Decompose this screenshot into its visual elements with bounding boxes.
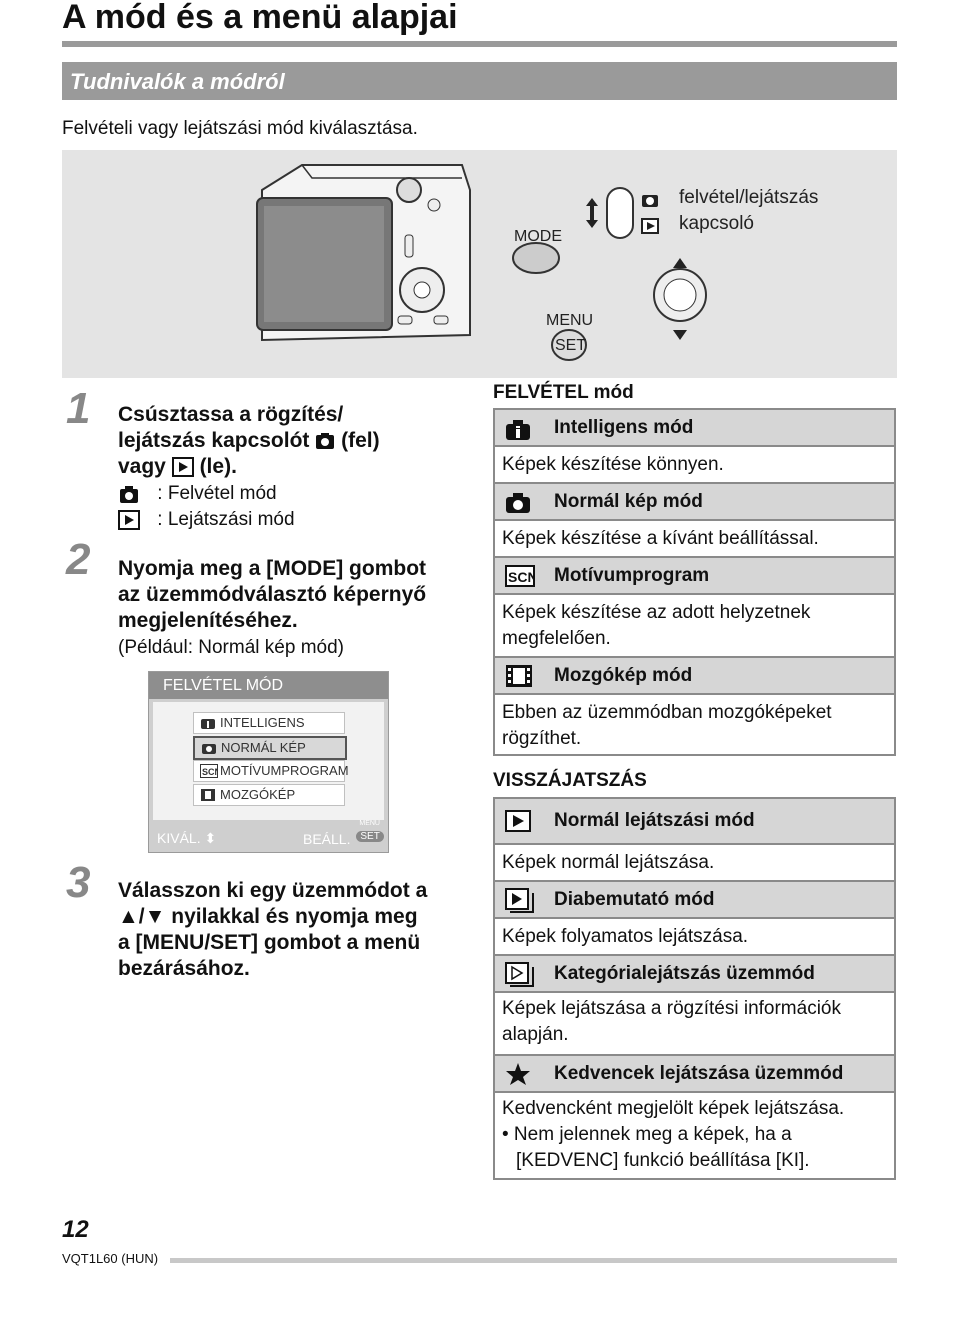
- menu-item-normal[interactable]: NORMÁL KÉP: [193, 736, 347, 760]
- menu-item-intelligens[interactable]: INTELLIGENS: [193, 712, 345, 734]
- footer-rule: [170, 1258, 897, 1263]
- step-2-text: Nyomja meg a [MODE] gombot az üzemmódvál…: [118, 556, 426, 634]
- row-mozgokep-desc: Ebben az üzemmódban mozgóképeket rögzíth…: [502, 702, 832, 749]
- step-3-line-1: Válasszon ki egy üzemmódot a: [118, 879, 428, 902]
- up-down-arrows-icon: ▲/▼: [118, 905, 166, 928]
- row-normal-desc: Képek készítése a kívánt beállítással.: [502, 528, 819, 549]
- camera-drawing: [256, 164, 707, 361]
- page-number: 12: [62, 1216, 89, 1243]
- row-motivum-desc: Képek készítése az adott helyzetnek megf…: [502, 602, 811, 649]
- step-2-line-1: Nyomja meg a [MODE] gombot: [118, 557, 427, 580]
- svg-text:SCN: SCN: [202, 767, 218, 777]
- mode-label: MODE: [514, 228, 562, 245]
- menu-item-mozgokep[interactable]: MOZGÓKÉP: [193, 784, 345, 806]
- camera-icon: [120, 485, 138, 503]
- row-separator: [495, 1054, 894, 1056]
- step-1-line-3: vagy (le).: [118, 455, 237, 478]
- camera-icon: [506, 493, 530, 513]
- row-normal-play-header: Normál lejátszási mód: [495, 799, 894, 845]
- menu-set-badge: MENU SET: [356, 820, 384, 844]
- film-icon: [506, 665, 532, 687]
- play-icon: [118, 509, 140, 530]
- updown-arrow-icon: ⬍: [204, 830, 217, 846]
- play-icon: [171, 457, 194, 478]
- step-3-line-4: bezárásához.: [118, 957, 250, 980]
- menu-screen-footer-left: KIVÁL. ⬍: [157, 830, 217, 846]
- row-slideshow-desc: Képek folyamatos lejátszása.: [502, 926, 749, 947]
- step-1-number: 1: [66, 384, 91, 433]
- intelligent-auto-icon: [201, 719, 215, 729]
- step-2-line-3: megjelenítéséhez.: [118, 609, 298, 632]
- step-1-line-1: Csúsztassa a rögzítés/: [118, 403, 344, 426]
- section-title: Tudnivalók a módról: [70, 69, 285, 94]
- row-slideshow-header: Diabemutató mód: [495, 882, 894, 919]
- row-separator: [495, 880, 894, 882]
- row-separator: [495, 656, 894, 658]
- step-3-line-2: ▲/▼ nyilakkal és nyomja meg: [118, 905, 418, 928]
- row-category-desc: Képek lejátszása a rögzítési információk…: [502, 998, 841, 1045]
- switch-label-2: kapcsoló: [679, 213, 754, 234]
- step-2-number: 2: [66, 535, 91, 584]
- step-2-example: (Például: Normál kép mód): [118, 637, 344, 658]
- row-intelligens-desc: Képek készítése könnyen.: [502, 454, 724, 475]
- intelligent-auto-icon: [506, 420, 530, 440]
- camera-play-switch-icons: [641, 195, 659, 234]
- scn-icon: SCN: [200, 764, 218, 778]
- row-intelligens-header: Intelligens mód: [495, 410, 894, 447]
- recording-heading: FELVÉTEL mód: [493, 382, 634, 403]
- step-3-line-3: a [MENU/SET] gombot a menü: [118, 931, 421, 954]
- step-1-line-2: lejátszás kapcsolót (fel): [118, 429, 380, 452]
- menu-screen-header: FELVÉTEL MÓD: [149, 672, 388, 699]
- row-separator: [495, 482, 894, 484]
- star-icon: [506, 1063, 530, 1085]
- row-favorite-desc: Kedvencként megjelölt képek lejátszása. …: [502, 1098, 845, 1171]
- step-2-line-2: az üzemmódválasztó képernyő: [118, 583, 427, 606]
- row-normal-play-desc: Képek normál lejátszása.: [502, 852, 715, 873]
- film-icon: [201, 789, 215, 801]
- row-normal-header: Normál kép mód: [495, 484, 894, 521]
- step-1-text: Csúsztassa a rögzítés/ lejátszás kapcsol…: [118, 402, 380, 480]
- row-category-header: Kategórialejátszás üzemmód: [495, 956, 894, 993]
- scn-icon: SCN: [505, 565, 535, 587]
- switch-label-1: felvétel/lejátszás: [679, 187, 819, 208]
- row-mozgokep-header: Mozgókép mód: [495, 658, 894, 695]
- camera-icon: [202, 744, 216, 754]
- title-rule: [62, 41, 897, 47]
- slideshow-icon: [505, 888, 534, 913]
- row-motivum-header: SCN Motívumprogram: [495, 558, 894, 595]
- playback-table: Normál lejátszási mód Képek normál leját…: [493, 797, 896, 1180]
- menu-screen-list: INTELLIGENS NORMÁL KÉP SCN MOTÍVUMPROGRA…: [153, 702, 384, 820]
- set-label: SET: [555, 337, 587, 354]
- recording-table: Intelligens mód Képek készítése könnyen.…: [493, 408, 896, 756]
- section-header: Tudnivalók a módról: [62, 62, 897, 100]
- play-icon: [505, 810, 531, 832]
- camera-icon: [316, 433, 335, 450]
- row-separator: [495, 954, 894, 956]
- step-3-number: 3: [66, 858, 91, 907]
- camera-illustration: MODE felvétel/lejátszás kapcsoló MENU SE…: [62, 150, 897, 378]
- playback-heading: VISSZÁJATSZÁS: [493, 770, 647, 791]
- menu-screen-footer-right: BEÁLL. MENU SET: [303, 820, 384, 847]
- category-icon: [505, 962, 534, 987]
- row-separator: [495, 556, 894, 558]
- step-1-sub-2: : Lejátszási mód: [118, 507, 295, 533]
- step-3-text: Válasszon ki egy üzemmódot a ▲/▼ nyilakk…: [118, 878, 427, 982]
- page-title: A mód és a menü alapjai: [62, 0, 458, 36]
- document-code: VQT1L60 (HUN): [62, 1251, 159, 1266]
- step-1-sub-1: : Felvétel mód: [118, 481, 277, 507]
- menu-label: MENU: [546, 312, 594, 329]
- menu-item-motivum[interactable]: SCN MOTÍVUMPROGRAM: [193, 760, 349, 782]
- svg-text:SCN: SCN: [508, 569, 535, 585]
- mode-menu-screen: FELVÉTEL MÓD INTELLIGENS NORMÁL KÉP SCN …: [148, 671, 389, 853]
- row-favorite-header: Kedvencek lejátszása üzemmód: [495, 1056, 894, 1093]
- intro-text: Felvételi vagy lejátszási mód kiválasztá…: [62, 118, 418, 139]
